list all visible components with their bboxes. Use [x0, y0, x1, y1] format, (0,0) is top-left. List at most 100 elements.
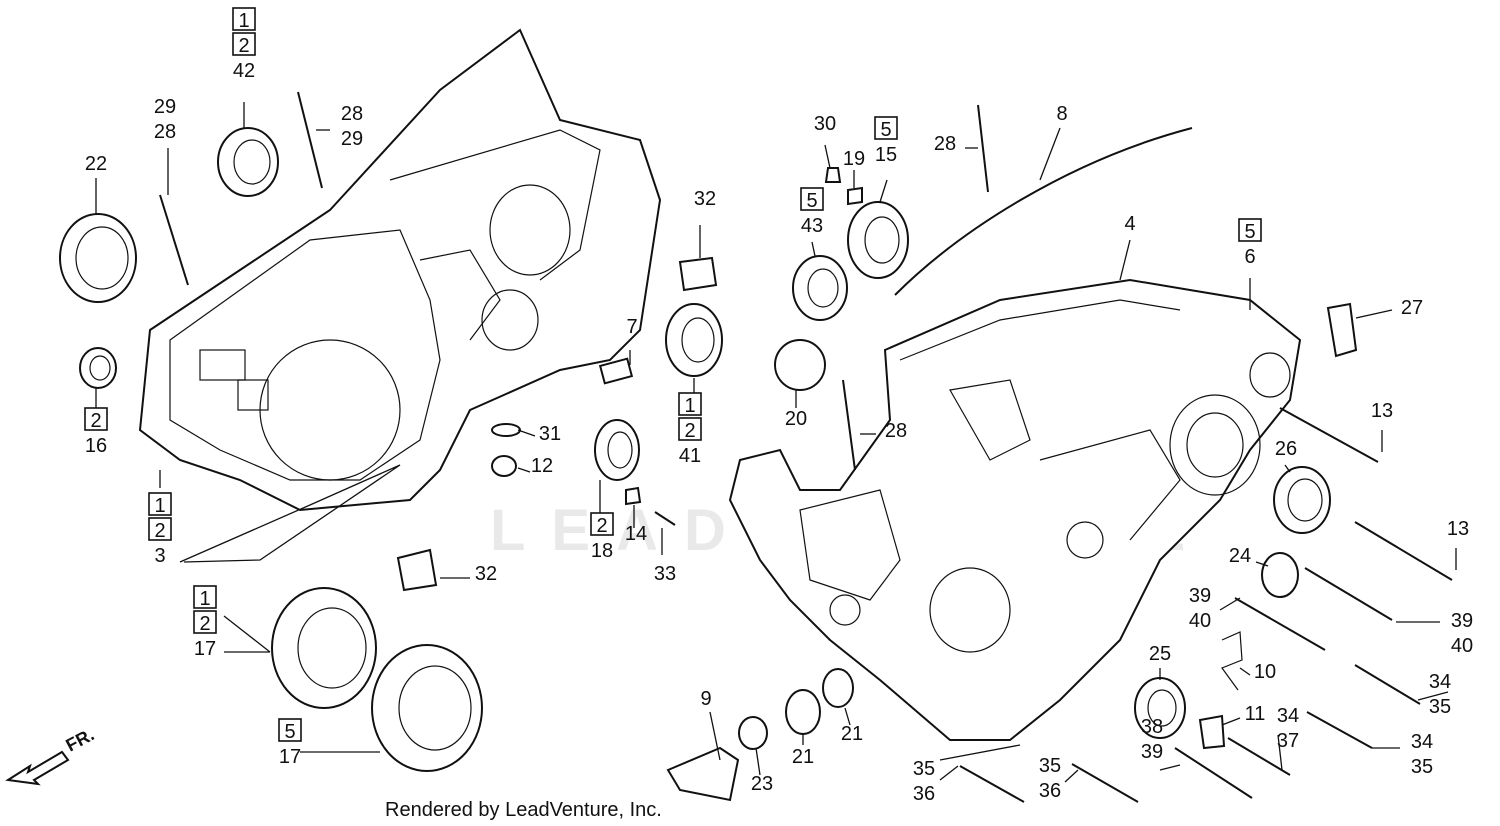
callout-number: 6	[1244, 246, 1255, 268]
callout-14: 14	[625, 523, 647, 545]
callout-number: 21	[841, 723, 863, 745]
callout-number: 25	[1149, 643, 1171, 665]
left-crankcase	[138, 28, 662, 512]
callout-number: 5	[284, 721, 295, 743]
callout-16: 216	[84, 407, 108, 457]
callout-number: 34	[1277, 705, 1299, 727]
callout-number: 21	[792, 746, 814, 768]
bearing-15	[847, 201, 909, 279]
seal-24	[1261, 552, 1299, 598]
callout-number: 29	[154, 96, 176, 118]
callout-number: 34	[1429, 671, 1451, 693]
bearing-43	[792, 255, 848, 321]
bearing-21b	[822, 668, 854, 708]
callout-box	[874, 116, 898, 140]
callout-box	[148, 517, 172, 541]
callout-number: 36	[1039, 780, 1061, 802]
seal-22	[59, 213, 137, 303]
callout-22: 22	[85, 153, 107, 175]
callout-number: 29	[341, 128, 363, 150]
callout-number: 32	[475, 563, 497, 585]
plate-11	[1198, 714, 1226, 750]
callout-box	[232, 7, 256, 31]
callout-number: 1	[199, 588, 210, 610]
callout-number: 39	[1189, 585, 1211, 607]
callout-box	[193, 585, 217, 609]
bearing-16	[79, 347, 117, 389]
callout-number: 9	[700, 688, 711, 710]
callout-27: 27	[1401, 297, 1423, 319]
callout-32: 32	[694, 188, 716, 210]
callout-28: 28	[934, 133, 956, 155]
callout-3: 123	[148, 492, 172, 567]
callout-8: 8	[1056, 103, 1067, 125]
callout-number: 17	[279, 746, 301, 768]
callout-11: 11	[1245, 703, 1266, 725]
callout-number: 39	[1451, 610, 1473, 632]
callout-number: 28	[341, 103, 363, 125]
bearing-42	[217, 127, 279, 197]
callout-number: 30	[814, 113, 836, 135]
callout-number: 5	[806, 190, 817, 212]
callout-number: 7	[626, 316, 637, 338]
bolt-12	[491, 455, 517, 477]
callout-24: 24	[1229, 545, 1251, 567]
callout-13: 13	[1371, 400, 1393, 422]
callout-number: 40	[1189, 610, 1211, 632]
callout-box	[232, 32, 256, 56]
callout-box	[678, 392, 702, 416]
callout-number: 5	[1244, 221, 1255, 243]
callout-21: 21	[792, 746, 814, 768]
bearing-17b	[371, 644, 483, 772]
callout-15: 515	[874, 116, 898, 166]
callout-box	[148, 492, 172, 516]
washer-14	[625, 486, 642, 506]
callout-box	[590, 512, 614, 536]
plate-7	[598, 357, 634, 385]
callout-number: 13	[1447, 518, 1469, 540]
callout-20: 20	[785, 408, 807, 430]
bearing-20	[774, 339, 826, 391]
callout-number: 10	[1254, 661, 1276, 683]
callout-number: 2	[90, 410, 101, 432]
callout-number: 37	[1277, 730, 1299, 752]
callout-number: 43	[801, 215, 823, 237]
callout-28: 28	[885, 420, 907, 442]
callout-number: 24	[1229, 545, 1251, 567]
front-arrow-label: FR.	[62, 724, 97, 755]
callout-number: 35	[913, 758, 935, 780]
callout-box	[1238, 218, 1262, 242]
callout-box	[678, 417, 702, 441]
callout-number: 17	[194, 638, 216, 660]
callout-21: 21	[841, 723, 863, 745]
callout-32: 32	[475, 563, 497, 585]
callout-26: 26	[1275, 438, 1297, 460]
callout-number: 4	[1124, 213, 1135, 235]
clamp-27	[1326, 302, 1358, 358]
callout-12: 12	[531, 455, 553, 477]
callout-number: 14	[625, 523, 647, 545]
callout-number: 20	[785, 408, 807, 430]
callout-4: 4	[1124, 213, 1135, 235]
callout-number: 1	[684, 395, 695, 417]
callout-33: 33	[654, 563, 676, 585]
callout-number: 40	[1451, 635, 1473, 657]
callout-box	[193, 610, 217, 634]
callout-number: 18	[591, 540, 613, 562]
right-crankcase	[728, 278, 1302, 741]
bearing-18	[594, 419, 640, 481]
callout-number: 35	[1429, 696, 1451, 718]
callout-number: 27	[1401, 297, 1423, 319]
callout-number: 2	[596, 515, 607, 537]
callout-17: 517	[278, 718, 302, 768]
callout-number: 35	[1039, 755, 1061, 777]
